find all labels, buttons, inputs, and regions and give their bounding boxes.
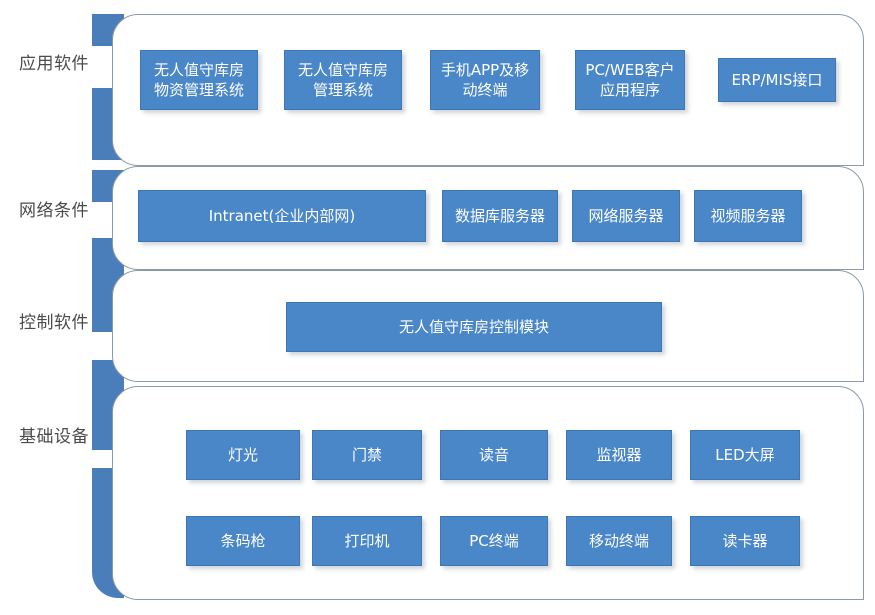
- box-audio[interactable]: 读音: [440, 430, 548, 480]
- box-wms-materials[interactable]: 无人值守库房 物资管理系统: [140, 50, 258, 110]
- box-wms-management[interactable]: 无人值守库房 管理系统: [284, 50, 402, 110]
- box-card-reader[interactable]: 读卡器: [690, 516, 800, 566]
- tier-label-application-software: 应用软件: [19, 54, 89, 74]
- box-mobile-app[interactable]: 手机APP及移 动终端: [430, 50, 540, 110]
- box-database-server[interactable]: 数据库服务器: [442, 190, 558, 242]
- box-video-server[interactable]: 视频服务器: [694, 190, 802, 242]
- box-pc-web-client[interactable]: PC/WEB客户 应用程序: [575, 50, 685, 110]
- box-network-server[interactable]: 网络服务器: [572, 190, 680, 242]
- box-lighting[interactable]: 灯光: [186, 430, 300, 480]
- box-monitor[interactable]: 监视器: [566, 430, 672, 480]
- box-mobile-terminal[interactable]: 移动终端: [566, 516, 672, 566]
- box-pc-terminal[interactable]: PC终端: [440, 516, 548, 566]
- tier-label-infrastructure: 基础设备: [19, 427, 89, 447]
- box-intranet[interactable]: Intranet(企业内部网): [138, 190, 426, 242]
- box-access-control[interactable]: 门禁: [312, 430, 422, 480]
- box-erp-mis-interface[interactable]: ERP/MIS接口: [718, 58, 836, 102]
- layer-panel-infrastructure: [112, 386, 864, 600]
- box-control-module[interactable]: 无人值守库房控制模块: [286, 302, 662, 352]
- box-barcode-scanner[interactable]: 条码枪: [186, 516, 300, 566]
- box-printer[interactable]: 打印机: [312, 516, 422, 566]
- tier-label-network-conditions: 网络条件: [19, 201, 89, 221]
- tier-label-control-software: 控制软件: [19, 313, 89, 333]
- box-led-screen[interactable]: LED大屏: [690, 430, 800, 480]
